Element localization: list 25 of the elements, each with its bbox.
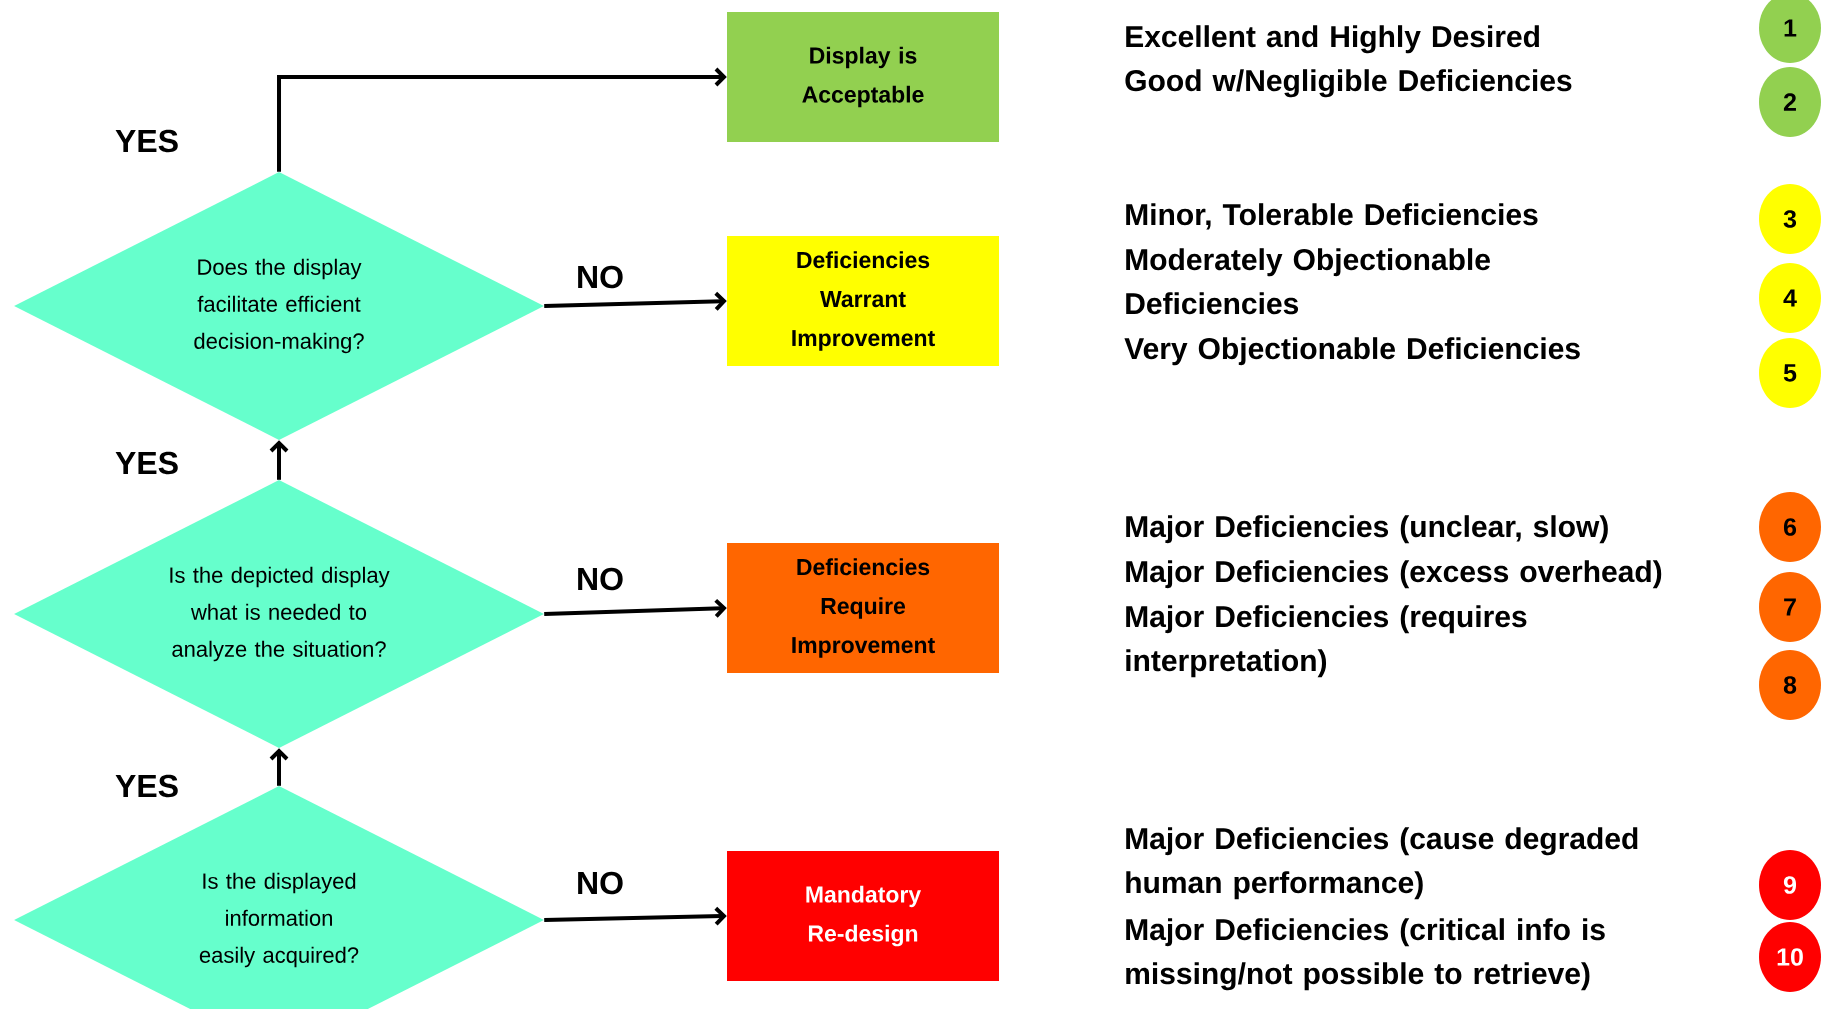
edge-label: NO (578, 567, 623, 591)
edge-label: YES (115, 129, 178, 153)
rating-description: Minor, Tolerable Deficiencies (1126, 203, 1538, 230)
outcome-box: Deficiencies Warrant Improvement (727, 236, 999, 366)
rating-description: Major Deficiencies (excess overhead) (1126, 560, 1662, 589)
outcome-box: Deficiencies Require Improvement (727, 543, 999, 673)
rating-description: Major Deficiencies (cause degraded human performance) (1126, 827, 1638, 900)
arrow (544, 291, 727, 311)
rating-description: Good w/Negligible Deficiencies (1125, 69, 1572, 98)
rating-description: Major Deficiencies (requires interpretation) (1126, 605, 1527, 678)
edge-label: YES (115, 451, 178, 475)
arrow (269, 440, 289, 480)
outcome-box: Display is Acceptable (727, 12, 999, 142)
rating-description: Major Deficiencies (critical info is missing/not possible to retrieve) (1126, 918, 1605, 991)
rating-description: Major Deficiencies (unclear, slow) (1126, 515, 1608, 544)
arrow (277, 67, 727, 172)
edge-label: NO (578, 871, 623, 895)
outcome-box: Mandatory Re-design (727, 851, 999, 981)
arrow (269, 748, 289, 786)
rating-description: Very Objectionable Deficiencies (1124, 337, 1580, 366)
rating-description: Moderately Objectionable Deficiencies (1126, 248, 1490, 315)
arrow (544, 598, 727, 618)
arrow (544, 906, 727, 926)
edge-label: NO (578, 265, 623, 289)
rating-description: Excellent and Highly Desired (1126, 25, 1539, 54)
